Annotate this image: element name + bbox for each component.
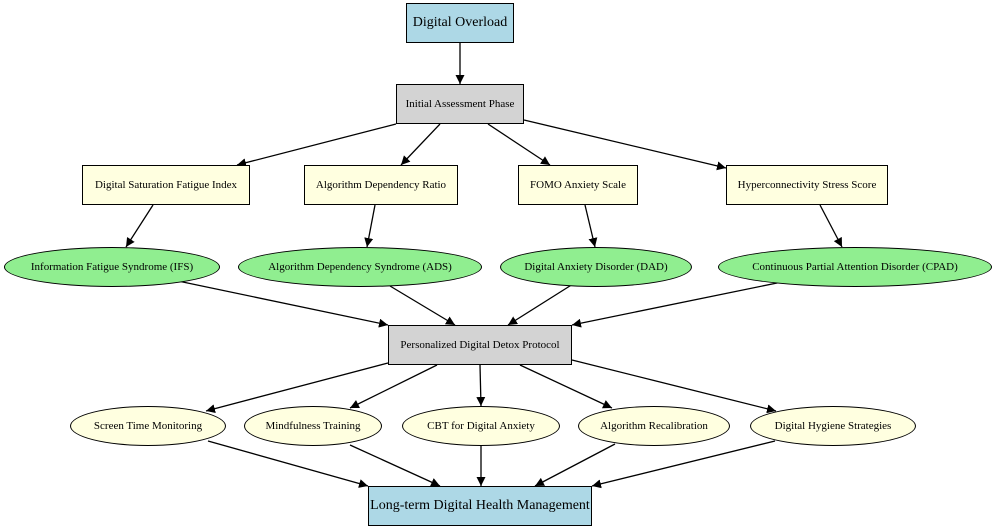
e-assessment-metric-1-arrow — [400, 123, 441, 166]
e-protocol-strategy-4-arrow — [571, 359, 777, 414]
e-protocol-strategy-0-arrow — [205, 362, 389, 414]
initial-assessment-node: Initial Assessment Phase — [396, 84, 524, 124]
disorder-continuous-partial-attention: Continuous Partial Attention Disorder (C… — [718, 247, 992, 287]
e-metric2-disorder2-arrow — [584, 204, 598, 248]
strategy-mindfulness-training: Mindfulness Training — [244, 406, 382, 446]
strategy-cbt-digital-anxiety: CBT for Digital Anxiety — [402, 406, 560, 446]
e-metric1-disorder1-arrow — [364, 204, 376, 248]
e-strategy3-outcome-arrow — [534, 443, 616, 487]
long-term-management-node: Long-term Digital Health Management — [368, 486, 592, 526]
metric-algorithm-dependency-ratio: Algorithm Dependency Ratio — [304, 165, 458, 205]
e-strategy0-outcome-arrow — [207, 440, 369, 488]
e-disorder2-protocol-arrow — [507, 283, 574, 326]
e-disorder3-protocol-arrow — [571, 281, 783, 328]
metric-digital-saturation-fatigue-index: Digital Saturation Fatigue Index — [82, 165, 250, 205]
disorder-information-fatigue-syndrome: Information Fatigue Syndrome (IFS) — [4, 247, 220, 287]
e-assessment-metric-2-arrow — [487, 123, 551, 166]
e-protocol-strategy-2-arrow — [476, 364, 486, 407]
e-strategy4-outcome-arrow — [591, 440, 776, 489]
e-protocol-strategy-1-arrow — [349, 364, 438, 409]
detox-protocol-node: Personalized Digital Detox Protocol — [388, 325, 572, 365]
metric-fomo-anxiety-scale: FOMO Anxiety Scale — [518, 165, 638, 205]
strategy-algorithm-recalibration: Algorithm Recalibration — [578, 406, 730, 446]
e-strategy1-outcome-arrow — [349, 444, 441, 487]
e-metric3-disorder3-arrow — [819, 204, 843, 248]
e-protocol-strategy-3-arrow — [519, 364, 613, 409]
strategy-screen-time-monitoring: Screen Time Monitoring — [70, 406, 226, 446]
e-disorder1-protocol-arrow — [389, 285, 456, 326]
digital-overload-node: Digital Overload — [406, 3, 514, 43]
e-disorder0-protocol-arrow — [177, 280, 389, 328]
disorder-algorithm-dependency-syndrome: Algorithm Dependency Syndrome (ADS) — [238, 247, 482, 287]
e-assessment-metric-3-arrow — [523, 119, 727, 171]
strategy-digital-hygiene: Digital Hygiene Strategies — [750, 406, 916, 446]
e-metric0-disorder0-arrow — [125, 204, 154, 248]
disorder-digital-anxiety-disorder: Digital Anxiety Disorder (DAD) — [500, 247, 692, 287]
e-assessment-metric-0-arrow — [236, 123, 397, 168]
metric-hyperconnectivity-stress-score: Hyperconnectivity Stress Score — [726, 165, 888, 205]
